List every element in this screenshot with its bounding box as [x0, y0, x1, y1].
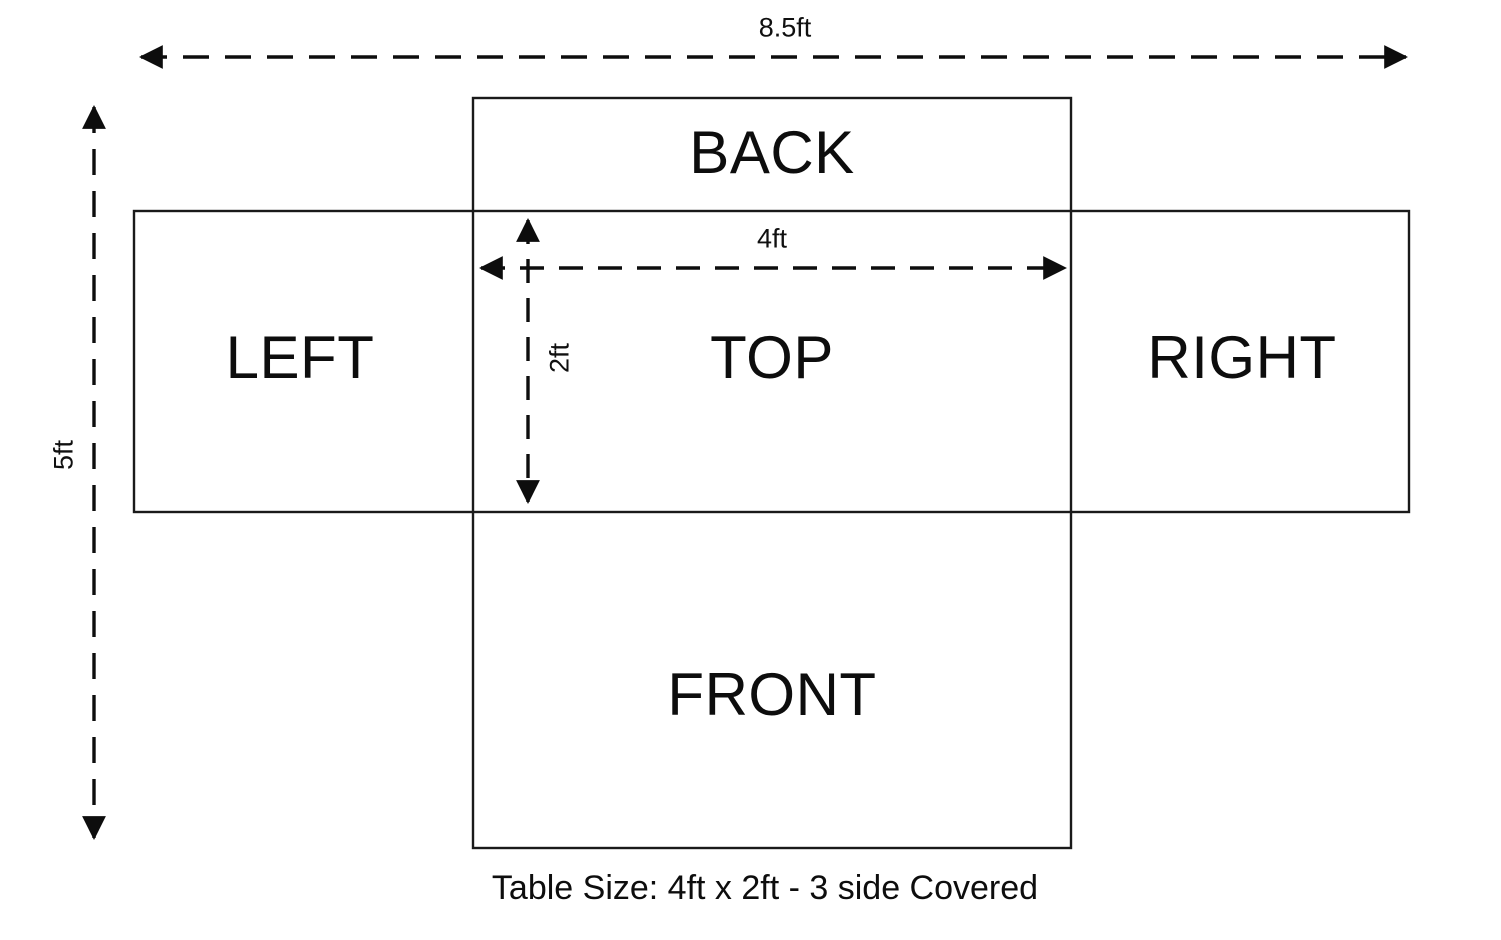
panel-label-front: FRONT [667, 661, 877, 728]
dimension-label-table-depth: 2ft [545, 336, 575, 380]
panel-label-left: LEFT [225, 324, 375, 391]
vertical-strip-outline [471, 96, 1073, 850]
dimension-label-overall-width: 8.5ft [752, 14, 818, 42]
diagram-caption: Table Size: 4ft x 2ft - 3 side Covered [491, 869, 1039, 907]
panel-label-back: BACK [689, 119, 855, 186]
horizontal-band-outline [132, 209, 1411, 514]
panel-outlines [132, 96, 1411, 850]
dimension-label-overall-height: 5ft [49, 433, 79, 477]
panel-label-right: RIGHT [1147, 324, 1337, 391]
dimension-label-table-width: 4ft [750, 225, 794, 253]
panel-label-top: TOP [710, 324, 834, 391]
